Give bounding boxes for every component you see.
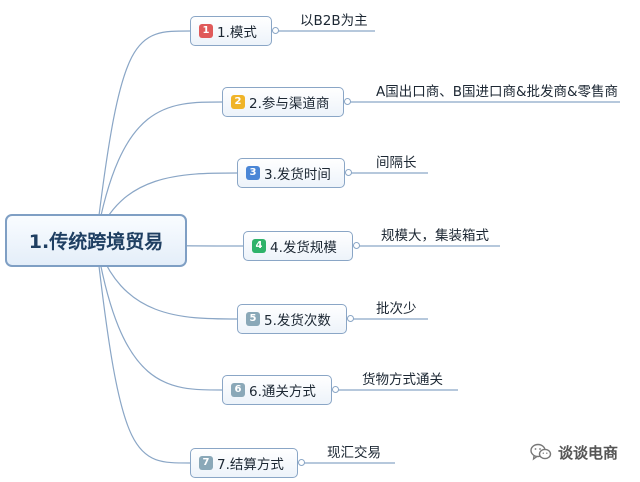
- detail-ship-count[interactable]: 批次少: [376, 301, 417, 317]
- root-topic[interactable]: 1.传统跨境贸易: [5, 214, 187, 267]
- priority-badge-5: 5: [246, 312, 260, 326]
- branch-label: 4.发货规模: [270, 240, 337, 256]
- branch-label: 5.发货次数: [264, 313, 331, 329]
- branch-connector: [95, 239, 223, 391]
- watermark-label: 谈谈电商: [558, 443, 619, 462]
- detail-ship-scale[interactable]: 规模大，集装箱式: [381, 228, 489, 244]
- watermark: 谈谈电商: [530, 440, 618, 464]
- detail-mode[interactable]: 以B2B为主: [300, 13, 368, 29]
- branch-label: 6.通关方式: [249, 384, 316, 400]
- branch-topic-ship-count[interactable]: 5 5.发货次数: [237, 304, 347, 334]
- branch-topic-settlement[interactable]: 7 7.结算方式: [190, 448, 298, 478]
- branch-label: 7.结算方式: [217, 457, 284, 473]
- detail-customs[interactable]: 货物方式通关: [362, 372, 443, 388]
- collapse-toggle[interactable]: [298, 459, 305, 466]
- branch-topic-ship-time[interactable]: 3 3.发货时间: [237, 158, 345, 188]
- branch-connector: [95, 30, 191, 241]
- detail-ship-time[interactable]: 间隔长: [376, 155, 417, 171]
- branch-label: 3.发货时间: [264, 167, 331, 183]
- branch-topic-channels[interactable]: 2 2.参与渠道商: [222, 87, 344, 117]
- branch-connector: [95, 239, 191, 464]
- branch-topic-ship-scale[interactable]: 4 4.发货规模: [243, 231, 353, 261]
- branch-label: 2.参与渠道商: [249, 96, 330, 112]
- branch-topic-customs[interactable]: 6 6.通关方式: [222, 375, 332, 405]
- branch-topic-mode[interactable]: 1 1.模式: [190, 16, 272, 46]
- branch-connector: [95, 101, 223, 241]
- priority-badge-7: 7: [199, 456, 213, 470]
- priority-badge-3: 3: [246, 166, 260, 180]
- priority-badge-6: 6: [231, 383, 245, 397]
- detail-channels[interactable]: A国出口商、B国进口商&批发商&零售商: [376, 84, 619, 100]
- collapse-toggle[interactable]: [345, 169, 352, 176]
- priority-badge-4: 4: [252, 239, 266, 253]
- detail-settlement[interactable]: 现汇交易: [327, 445, 381, 461]
- collapse-toggle[interactable]: [344, 98, 351, 105]
- collapse-toggle[interactable]: [353, 242, 360, 249]
- priority-badge-2: 2: [231, 95, 245, 109]
- priority-badge-1: 1: [199, 24, 213, 38]
- root-topic-label: 1.传统跨境贸易: [28, 231, 164, 253]
- collapse-toggle[interactable]: [332, 386, 339, 393]
- branch-label: 1.模式: [217, 25, 257, 41]
- collapse-toggle[interactable]: [272, 27, 279, 34]
- wechat-icon: [530, 443, 552, 461]
- collapse-toggle[interactable]: [347, 315, 354, 322]
